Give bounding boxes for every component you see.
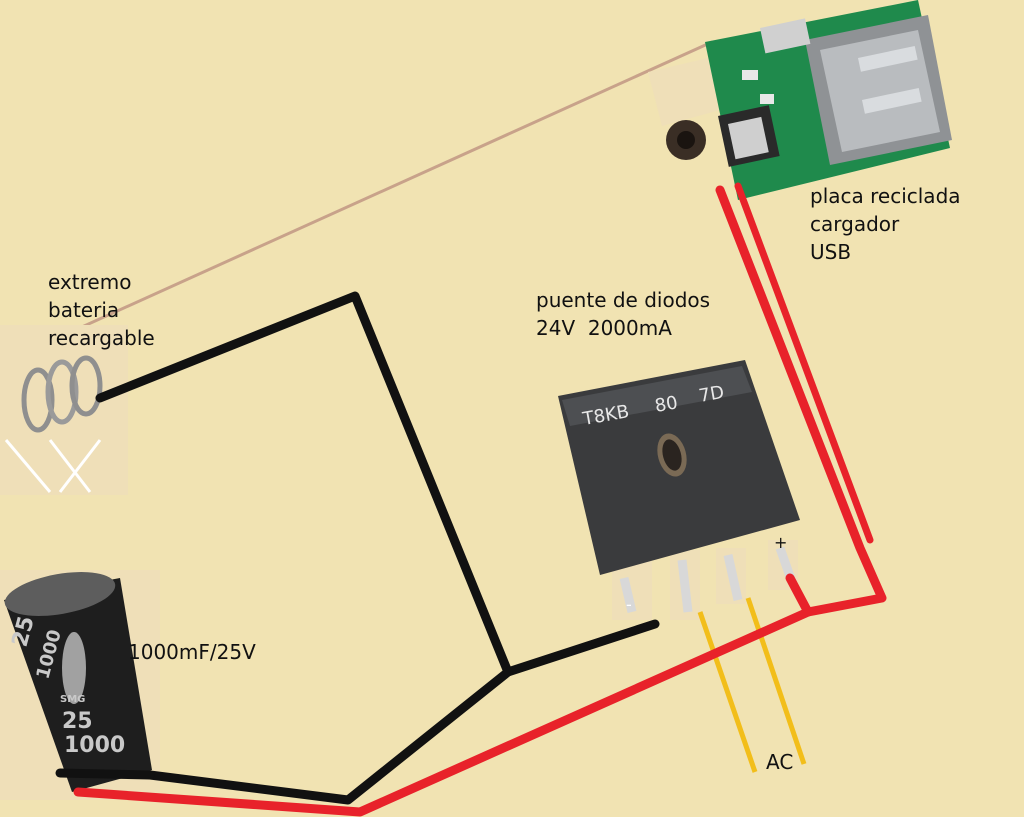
bridge-marking-2: 80 (653, 392, 679, 417)
battery-lead-wire (19, 40, 713, 357)
capacitor-label-text: 1000mF/25V (128, 640, 256, 664)
capacitor-label: 1000mF/25V (128, 638, 256, 666)
negative-wire (55, 291, 660, 805)
positive-wire (73, 182, 887, 817)
capacitor-marking-small: SMG (60, 694, 85, 705)
diode-bridge-label: puente de diodos 24V 2000mA (536, 286, 710, 342)
diode-bridge: T8KB 80 7D - + (558, 360, 800, 620)
battery-terminal-label: extremo bateria recargable (48, 268, 155, 352)
bridge-marking-3: 7D (697, 382, 726, 407)
bridge-label-line-2: 24V 2000mA (536, 316, 672, 340)
battery-spring-contact (0, 325, 128, 495)
capacitor-marking-bottom: 25 (62, 709, 93, 734)
battery-label-line-3: recargable (48, 326, 155, 350)
bridge-label-line-1: puente de diodos (536, 288, 711, 312)
capacitor-marking-bottom2: 1000 (64, 733, 125, 758)
bridge-plus-mark: + (774, 533, 787, 552)
charger-label-line-2: cargador (810, 212, 900, 236)
usb-charger-label: placa reciclada cargador USB (810, 182, 961, 266)
capacitor: 25 1000 SMG 25 1000 (0, 570, 160, 800)
ac-label: AC (766, 748, 793, 776)
charger-label-line-3: USB (810, 240, 852, 264)
ac-wires (697, 597, 807, 773)
bridge-minus-mark: - (626, 595, 632, 614)
battery-label-line-2: bateria (48, 298, 120, 322)
ac-label-text: AC (766, 750, 794, 774)
usb-charger-board (648, 0, 952, 200)
charger-label-line-1: placa reciclada (810, 184, 961, 208)
battery-label-line-1: extremo (48, 270, 132, 294)
